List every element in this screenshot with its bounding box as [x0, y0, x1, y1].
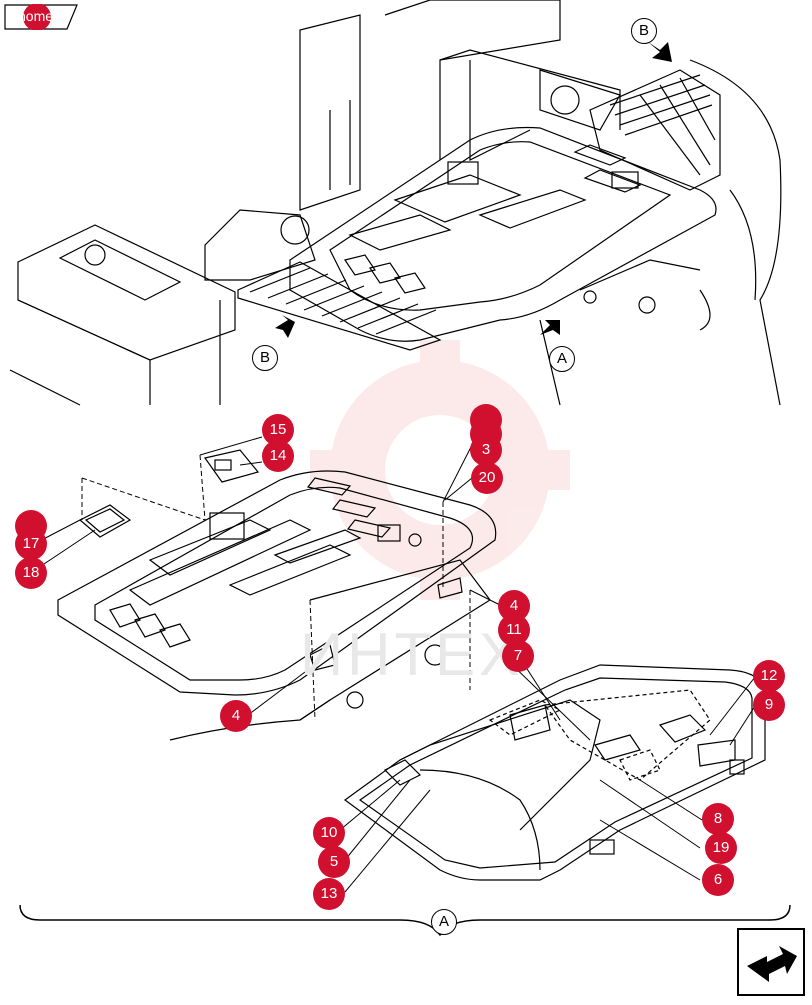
view-label-b-top: B [631, 18, 657, 44]
callout-12[interactable]: 12 [753, 660, 785, 692]
watermark-text: ИНТЕХ [300, 621, 524, 688]
watermark-gear-icon [310, 340, 570, 600]
callout-19[interactable]: 19 [705, 832, 737, 864]
upper-assembly [9, 0, 782, 406]
callout-7[interactable]: 7 [502, 640, 534, 672]
callout-6[interactable]: 6 [702, 864, 734, 896]
callout-13[interactable]: 13 [313, 878, 345, 910]
lower-assembly [343, 664, 766, 881]
callout-9[interactable]: 9 [753, 689, 785, 721]
assembly-a-bracket [19, 904, 791, 937]
next-page-button[interactable] [737, 928, 805, 996]
next-page-arrow-icon [737, 928, 805, 996]
callout-14[interactable]: 14 [262, 440, 294, 472]
callout-20[interactable]: 20 [471, 462, 503, 494]
callout-18[interactable]: 18 [15, 557, 47, 589]
view-label-a-upper: A [549, 346, 575, 372]
callout-17[interactable]: 17 [15, 528, 47, 560]
callout-4-lower[interactable]: 4 [220, 700, 252, 732]
view-label-a-bottom: A [431, 909, 457, 935]
home-label: home [18, 8, 54, 24]
callout-10[interactable]: 10 [313, 817, 345, 849]
callout-5[interactable]: 5 [318, 846, 350, 878]
dashed-leader-lines [81, 454, 471, 721]
home-tab-icon [4, 4, 78, 30]
callout-8[interactable]: 8 [702, 803, 734, 835]
view-arrows [275, 42, 672, 338]
middle-assembly [57, 449, 497, 741]
callout-3[interactable]: 3 [470, 434, 502, 466]
home-button[interactable]: home [4, 4, 78, 30]
view-label-b-left: B [252, 345, 278, 371]
